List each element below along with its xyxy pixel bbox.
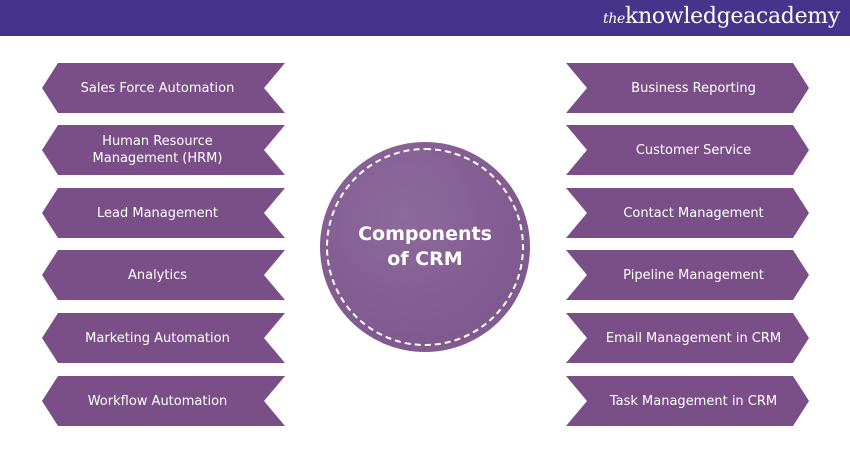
component-label: Pipeline Management	[623, 267, 764, 283]
component-label: Contact Management	[623, 205, 764, 221]
right-component-item: Contact Management	[566, 188, 809, 238]
left-component-item: Human Resource Management (HRM)	[42, 125, 285, 175]
center-circle: Components of CRM	[320, 142, 530, 352]
component-label: Task Management in CRM	[609, 393, 778, 409]
center-title-line2: of CRM	[387, 248, 463, 270]
component-label: Human Resource Management (HRM)	[92, 134, 223, 166]
logo-main: knowledgeacademy	[625, 4, 840, 29]
component-label: Business Reporting	[631, 80, 756, 96]
component-label: Analytics	[127, 267, 188, 283]
component-label: Customer Service	[635, 142, 752, 158]
brand-logo: theknowledgeacademy	[603, 4, 840, 29]
right-component-item: Task Management in CRM	[566, 376, 809, 426]
header-bar: theknowledgeacademy	[0, 0, 850, 36]
component-label: Lead Management	[97, 205, 218, 221]
dashed-ring	[326, 148, 524, 346]
logo-prefix: the	[603, 11, 626, 27]
right-component-item: Customer Service	[566, 125, 809, 175]
right-component-item: Email Management in CRM	[566, 313, 809, 363]
left-component-item: Marketing Automation	[42, 313, 285, 363]
left-component-item: Lead Management	[42, 188, 285, 238]
left-component-item: Workflow Automation	[42, 376, 285, 426]
component-label: Marketing Automation	[85, 330, 230, 346]
left-component-item: Sales Force Automation	[42, 63, 285, 113]
component-label: Email Management in CRM	[605, 330, 782, 346]
center-title: Components of CRM	[320, 222, 530, 272]
component-label: Sales Force Automation	[80, 80, 235, 96]
right-component-item: Pipeline Management	[566, 250, 809, 300]
left-component-item: Analytics	[42, 250, 285, 300]
component-label: Workflow Automation	[87, 393, 228, 409]
center-title-line1: Components	[358, 223, 492, 245]
right-component-item: Business Reporting	[566, 63, 809, 113]
